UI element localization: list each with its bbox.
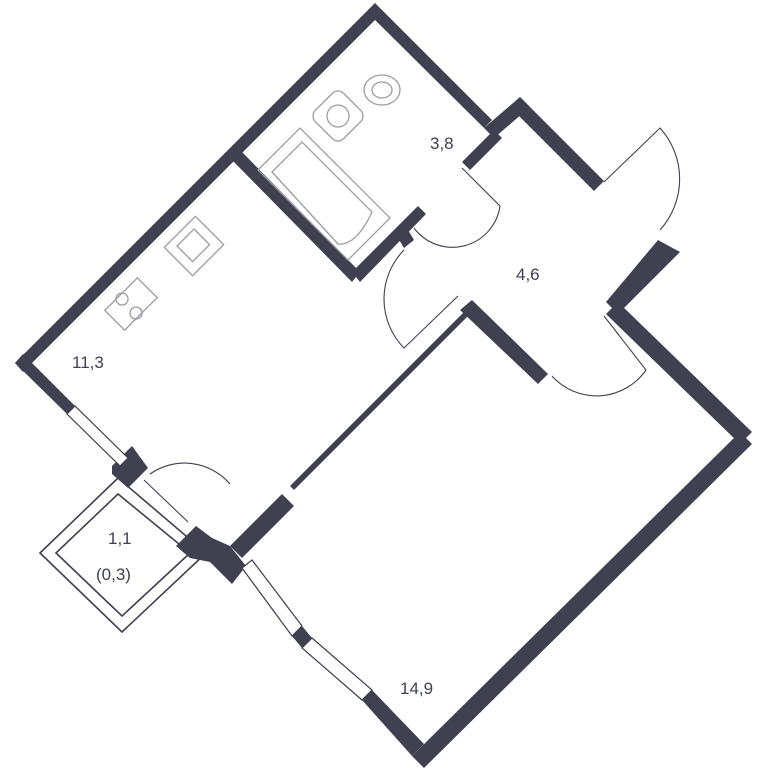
- kitchen-sink-basin-icon: [176, 228, 211, 263]
- exterior-walls: [15, 3, 752, 768]
- interior-walls: [230, 130, 548, 558]
- sink-icon: [312, 90, 364, 142]
- bedroom-door: [551, 315, 647, 397]
- wall-bedroom-partition-bottom: [230, 494, 294, 558]
- bathroom-fixtures: [257, 74, 401, 261]
- wall-kitchen-nw: [15, 3, 383, 372]
- bathtub-basin-icon: [271, 141, 373, 245]
- wall-bedroom-partition-thin: [290, 312, 468, 490]
- bedroom-window-2: [301, 637, 373, 701]
- wall-bedroom-se: [412, 432, 752, 768]
- wall-kitchen-sw: [15, 354, 75, 414]
- hallway-area-label: 4,6: [516, 265, 540, 284]
- kitchen-door: [383, 249, 459, 349]
- toilet-seat-icon: [371, 81, 393, 99]
- balcony-door: [143, 462, 231, 523]
- bathtub-icon: [257, 127, 391, 261]
- pier-kitchen-balcony: [112, 446, 148, 488]
- kitchen-sink-icon: [163, 215, 225, 277]
- wall-bedroom-s-end: [362, 690, 424, 756]
- doors: [143, 127, 681, 523]
- bedroom-area-label: 14,9: [400, 679, 433, 698]
- pier-balcony-bedroom: [176, 526, 246, 584]
- wall-hall-se: [606, 240, 680, 314]
- wall-bath-se: [352, 206, 426, 282]
- toilet-icon: [363, 74, 401, 106]
- entrance-door: [603, 127, 681, 231]
- stove-burner-1-icon: [115, 292, 129, 306]
- bathroom-door: [413, 167, 501, 248]
- wall-bath-sw: [232, 152, 360, 282]
- stove-icon: [103, 276, 159, 332]
- wall-bath-hall: [462, 130, 502, 170]
- windows: [66, 405, 373, 701]
- bedroom-window-1: [241, 559, 303, 637]
- kitchen-fixtures: [103, 215, 225, 332]
- stove-burner-2-icon: [129, 306, 143, 320]
- balcony-reduced-area-label: (0,3): [96, 565, 131, 584]
- balcony-area-label: 1,1: [108, 529, 132, 548]
- wall-hall-ne: [510, 97, 604, 191]
- sink-bowl-icon: [326, 104, 350, 128]
- wall-top-ne: [367, 3, 492, 128]
- kitchen-window: [66, 405, 129, 467]
- bathroom-area-label: 3,8: [430, 134, 454, 153]
- balcony-inner-outline: [54, 492, 192, 618]
- balcony-outline: [38, 476, 208, 634]
- wall-kitchen-hall-stub: [398, 230, 414, 248]
- wall-bedroom-partition-top: [460, 300, 548, 384]
- wall-bedroom-ne: [606, 302, 752, 444]
- kitchen-area-label: 11,3: [72, 353, 104, 372]
